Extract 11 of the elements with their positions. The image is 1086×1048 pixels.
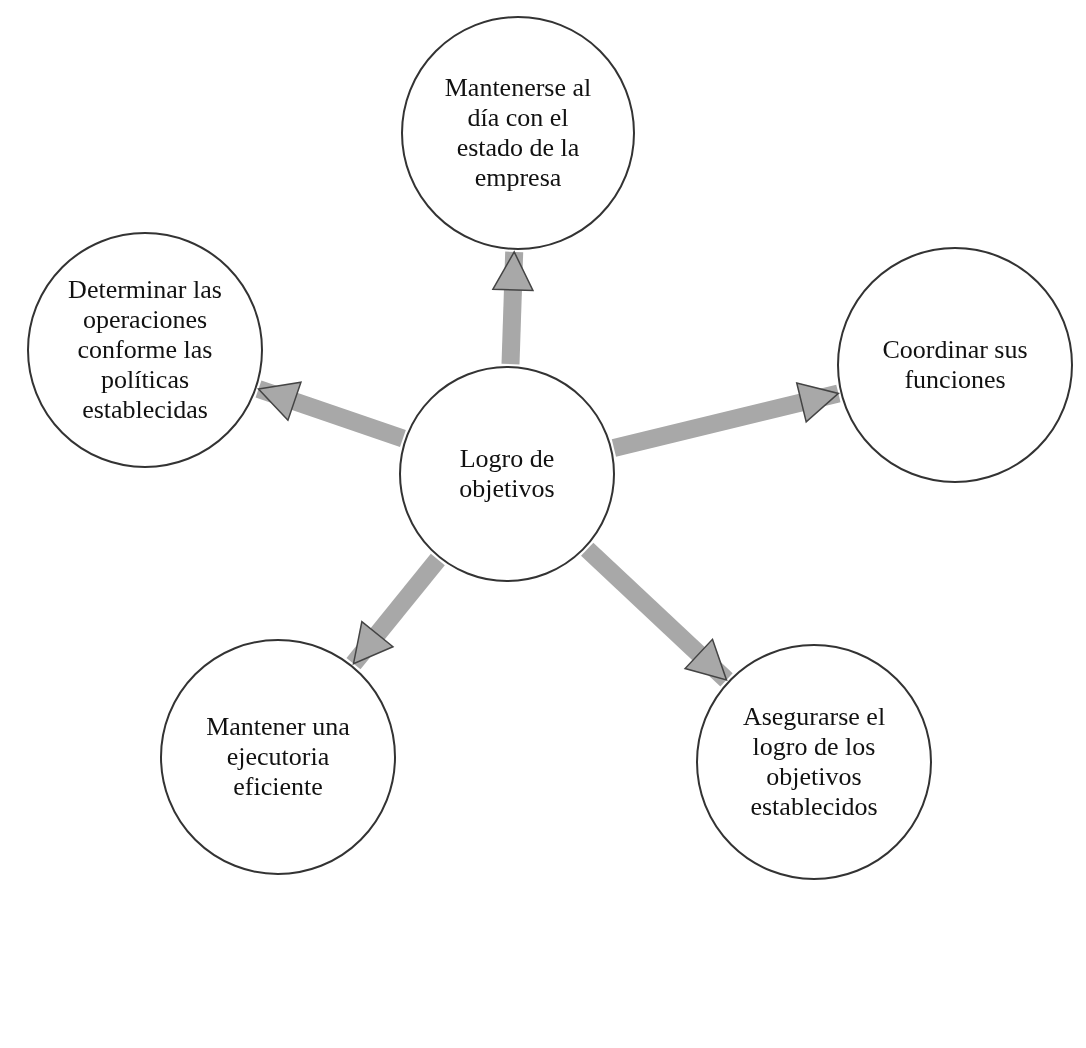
node-text: Coordinar sus funciones	[881, 335, 1029, 395]
arrow	[492, 251, 534, 365]
arrow	[611, 382, 841, 457]
node-text: Determinar las operaciones conforme las políticas establecidas	[67, 275, 223, 425]
arrow	[255, 380, 406, 447]
node-text: Mantener una ejecutoria eficiente	[205, 712, 351, 802]
arrow	[581, 542, 733, 687]
node-text: Logro de objetivos	[458, 444, 556, 504]
node-text: Mantenerse al día con el estado de la empresa	[443, 73, 593, 193]
node-text: Asegurarse el logro de los objetivos establecidos	[741, 702, 887, 822]
arrow	[346, 553, 445, 670]
